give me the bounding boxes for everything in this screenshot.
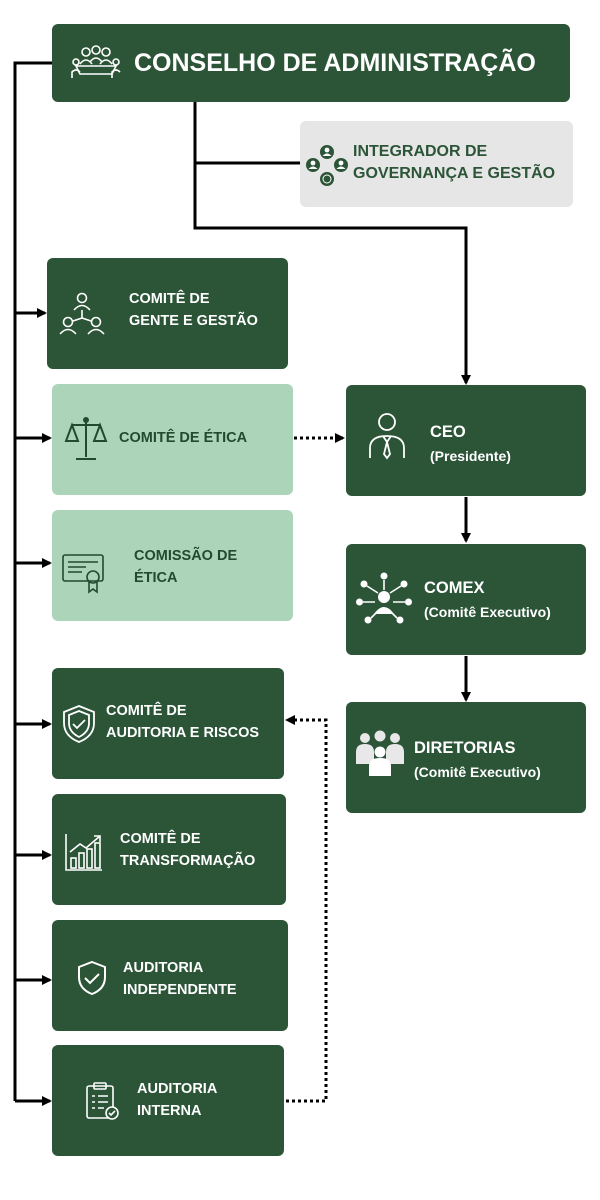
committee-label: AUDITORIA INDEPENDENTE	[123, 960, 237, 998]
exec-subtitle: (Comitê Executivo)	[424, 604, 551, 620]
committee-gente-gestao: COMITÊ DE GENTE E GESTÃO	[47, 258, 288, 369]
committee-transformacao: COMITÊ DE TRANSFORMAÇÃO	[52, 794, 286, 905]
exec-subtitle: (Comitê Executivo)	[414, 764, 541, 780]
board-to-integrator-line	[193, 101, 300, 165]
exec-comex: COMEX (Comitê Executivo)	[346, 544, 586, 655]
integrator-box: INTEGRADOR DE GOVERNANÇA E GESTÃO	[300, 121, 573, 207]
exec-diretorias: DIRETORIAS (Comitê Executivo)	[346, 702, 586, 813]
committee-auditoria-riscos: COMITÊ DE AUDITORIA E RISCOS	[52, 668, 284, 779]
exec-subtitle: (Presidente)	[430, 448, 511, 464]
clipboard-check-icon	[86, 1082, 119, 1120]
certificate-icon	[62, 554, 104, 594]
board-title: CONSELHO DE ADMINISTRAÇÃO	[134, 49, 536, 77]
meeting-table-icon	[71, 45, 121, 78]
committee-label: COMITÊ DE AUDITORIA E RISCOS	[106, 703, 260, 741]
executive-person-icon	[369, 413, 405, 460]
people-network-icon	[59, 292, 105, 335]
board-box: CONSELHO DE ADMINISTRAÇÃO	[52, 24, 570, 102]
hub-people-icon	[356, 572, 412, 624]
committee-label: COMITÊ DE GENTE E GESTÃO	[129, 291, 258, 329]
committee-label: COMITÊ DE TRANSFORMAÇÃO	[120, 831, 256, 869]
shield-check-outline-icon	[78, 960, 106, 996]
growth-chart-icon	[65, 834, 102, 871]
committee-etica: COMITÊ DE ÉTICA	[52, 384, 293, 495]
committee-auditoria-interna: AUDITORIA INTERNA	[52, 1045, 284, 1156]
committee-label: AUDITORIA INTERNA	[137, 1081, 218, 1119]
committee-auditoria-independente: AUDITORIA INDEPENDENTE	[52, 920, 288, 1031]
exec-title: CEO	[430, 423, 466, 441]
committee-label: COMISSÃO DE ÉTICA	[134, 548, 238, 586]
shield-check-icon	[63, 705, 95, 743]
board-to-ceo-arrow	[193, 163, 471, 385]
exec-title: DIRETORIAS	[414, 739, 516, 757]
exec-title: COMEX	[424, 579, 485, 597]
exec-ceo: CEO (Presidente)	[346, 385, 586, 496]
team-group-icon	[356, 730, 404, 776]
interna-to-riscos-dotted	[285, 715, 328, 1103]
spine-line	[13, 61, 52, 1101]
committee-comissao-etica: COMISSÃO DE ÉTICA	[52, 510, 293, 621]
network-people-icon	[306, 145, 348, 186]
integrator-label: INTEGRADOR DE GOVERNANÇA E GESTÃO	[353, 143, 556, 182]
committee-label: COMITÊ DE ÉTICA	[119, 430, 248, 446]
scales-icon	[64, 417, 108, 460]
